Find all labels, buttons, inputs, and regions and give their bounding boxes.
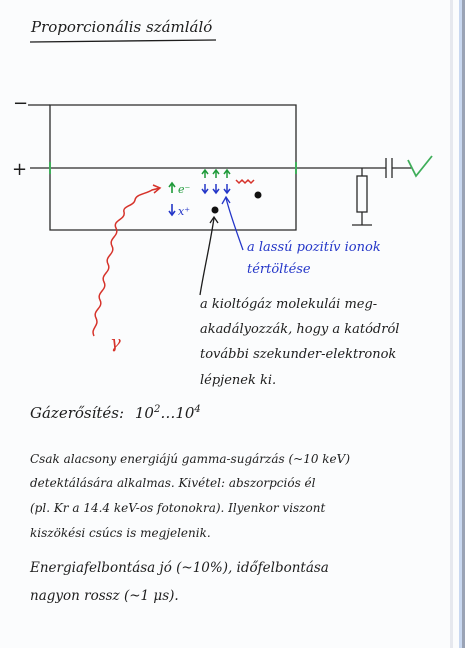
resolution-line1: Energiafelbontása jó (~10%), időfelbontá…	[30, 560, 329, 576]
quench-note-line4: lépjenek ki.	[200, 373, 277, 388]
usage-note-line3: (pl. Kr a 14.4 keV-os fotonokra). Ilyenk…	[30, 501, 326, 515]
gas-gain-dots: …	[160, 404, 176, 422]
page-title: Proporcionális számláló	[31, 18, 213, 36]
positive-ions-note-line1: a lassú pozitív ionok	[247, 240, 381, 255]
signal-pulse	[407, 155, 433, 178]
ion-label: x⁺	[178, 205, 190, 218]
page-edge-shadow	[450, 0, 453, 648]
quench-molecule	[211, 206, 219, 214]
usage-note-line2: detektálására alkalmas. Kivétel: abszorp…	[30, 476, 316, 490]
electrode-insulators	[49, 162, 297, 174]
minus-label: −	[13, 93, 28, 114]
positive-ions-pointer	[225, 197, 244, 251]
gas-gain-low-exp: 2	[153, 404, 161, 415]
capacitor	[385, 158, 412, 178]
primary-pair-arrows	[168, 181, 176, 217]
gas-gain-high-base: 10	[175, 404, 195, 422]
quench-note-line1: a kioltógáz molekulái meg-	[200, 297, 378, 312]
page-edge-highlight	[459, 0, 462, 648]
resolution-line2: nagyon rossz (~1 μs).	[30, 588, 179, 604]
avalanche-arrows	[201, 168, 231, 195]
gas-gain-label: Gázerősítés:	[30, 404, 125, 422]
usage-note-line1: Csak alacsony energiájú gamma-sugárzás (…	[30, 452, 351, 466]
quench-note-line3: további szekunder-elektronok	[200, 347, 397, 362]
quench-molecule	[254, 191, 262, 199]
positive-ions-note-line2: tértöltése	[247, 262, 311, 277]
secondary-photon	[235, 178, 255, 185]
plus-label: +	[12, 159, 27, 180]
gas-gain-low-base: 10	[134, 404, 154, 422]
load-resistor	[352, 168, 372, 226]
gamma-ray-arrowhead	[152, 184, 162, 194]
gamma-ray	[92, 187, 161, 337]
positive-ions-pointer-head	[221, 195, 231, 205]
quench-note-line2: akadályozzák, hogy a katódról	[200, 322, 400, 337]
gamma-label: γ	[110, 332, 121, 353]
electron-label: e⁻	[178, 183, 191, 196]
usage-note-line4: kiszökési csúcs is megjelenik.	[30, 526, 211, 540]
quench-pointer-head	[209, 215, 219, 224]
gas-gain-high-exp: 4	[194, 404, 201, 415]
cathode-tube	[49, 104, 297, 231]
page-edge-dark	[462, 0, 465, 648]
gas-gain-line: Gázerősítés: 102…104	[30, 404, 201, 422]
quench-pointer	[199, 217, 215, 296]
